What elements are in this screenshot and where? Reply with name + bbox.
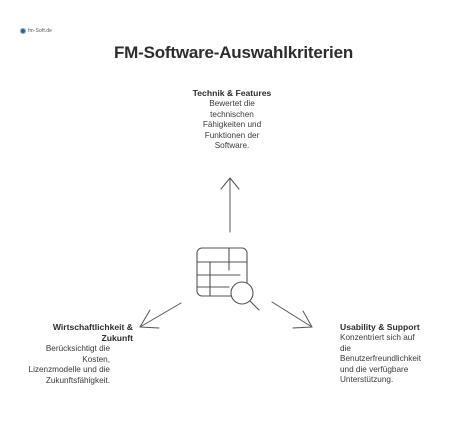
node-desc-technik: Bewertet die technischen Fähigkeiten und… (202, 99, 262, 150)
logo-text: fm·Soft.de (28, 27, 53, 34)
node-desc-wirtschaftlichkeit: Berücksichtigt die Kosten, Lizenzmodelle… (28, 344, 110, 385)
brand-logo: fm·Soft.de (20, 27, 56, 34)
node-title-technik: Technik & Features (192, 88, 272, 98)
arrow-up (220, 177, 240, 233)
node-title-usability: Usability & Support (340, 322, 420, 332)
node-usability-support: Usability & Support Konzentriert sich au… (340, 322, 450, 386)
node-desc-usability: Konzentriert sich auf die Benutzerfreund… (340, 333, 422, 384)
diagram-title: FM-Software-Auswahlkriterien (113, 43, 354, 62)
node-wirtschaftlichkeit-zukunft: Wirtschaftlichkeit & Zukunft Berücksicht… (28, 322, 133, 386)
logo-icon (20, 27, 26, 34)
node-title-wirtschaftlichkeit: Wirtschaftlichkeit & Zukunft (52, 322, 133, 343)
arrow-down-right (271, 301, 313, 329)
node-technik-features: Technik & Features Bewertet die technisc… (157, 88, 307, 152)
arrow-down-left (139, 302, 182, 329)
table-search-icon (196, 247, 260, 311)
